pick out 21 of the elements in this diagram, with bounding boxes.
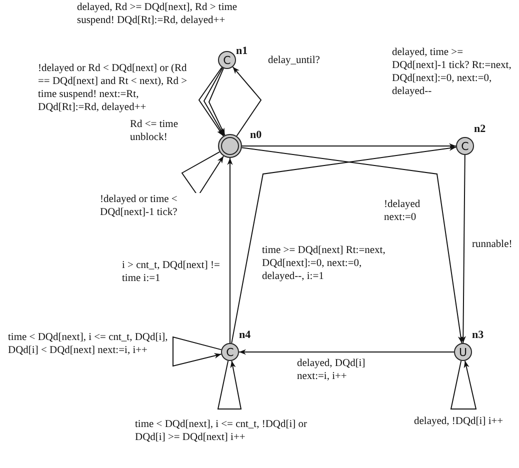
transition-arrow	[238, 349, 454, 355]
transition-arrow	[208, 68, 226, 136]
location-name: n1	[236, 45, 248, 57]
edge-label: time < DQd[next], i <= cnt_t, DQd[i], DQd[i] < DQd[next] next:=i, i++	[8, 331, 168, 357]
location-marker: U	[458, 346, 468, 358]
location-name: n0	[250, 129, 262, 141]
transition-arrow	[172, 336, 222, 367]
location-name: n3	[472, 329, 484, 341]
location-name: n2	[474, 123, 486, 135]
transition-arrow	[203, 67, 224, 136]
transition-arrow	[450, 360, 477, 410]
transition-arrow	[198, 66, 224, 136]
transition-arrow	[217, 360, 242, 410]
location-name: n4	[239, 329, 251, 341]
transition-arrow	[227, 158, 233, 344]
transition-arrow	[460, 154, 466, 344]
transition-arrow	[242, 143, 456, 149]
location-marker: C	[226, 346, 234, 358]
transition-arrow	[232, 66, 262, 136]
location-marker: C	[223, 54, 231, 66]
location-marker: C	[461, 140, 469, 152]
